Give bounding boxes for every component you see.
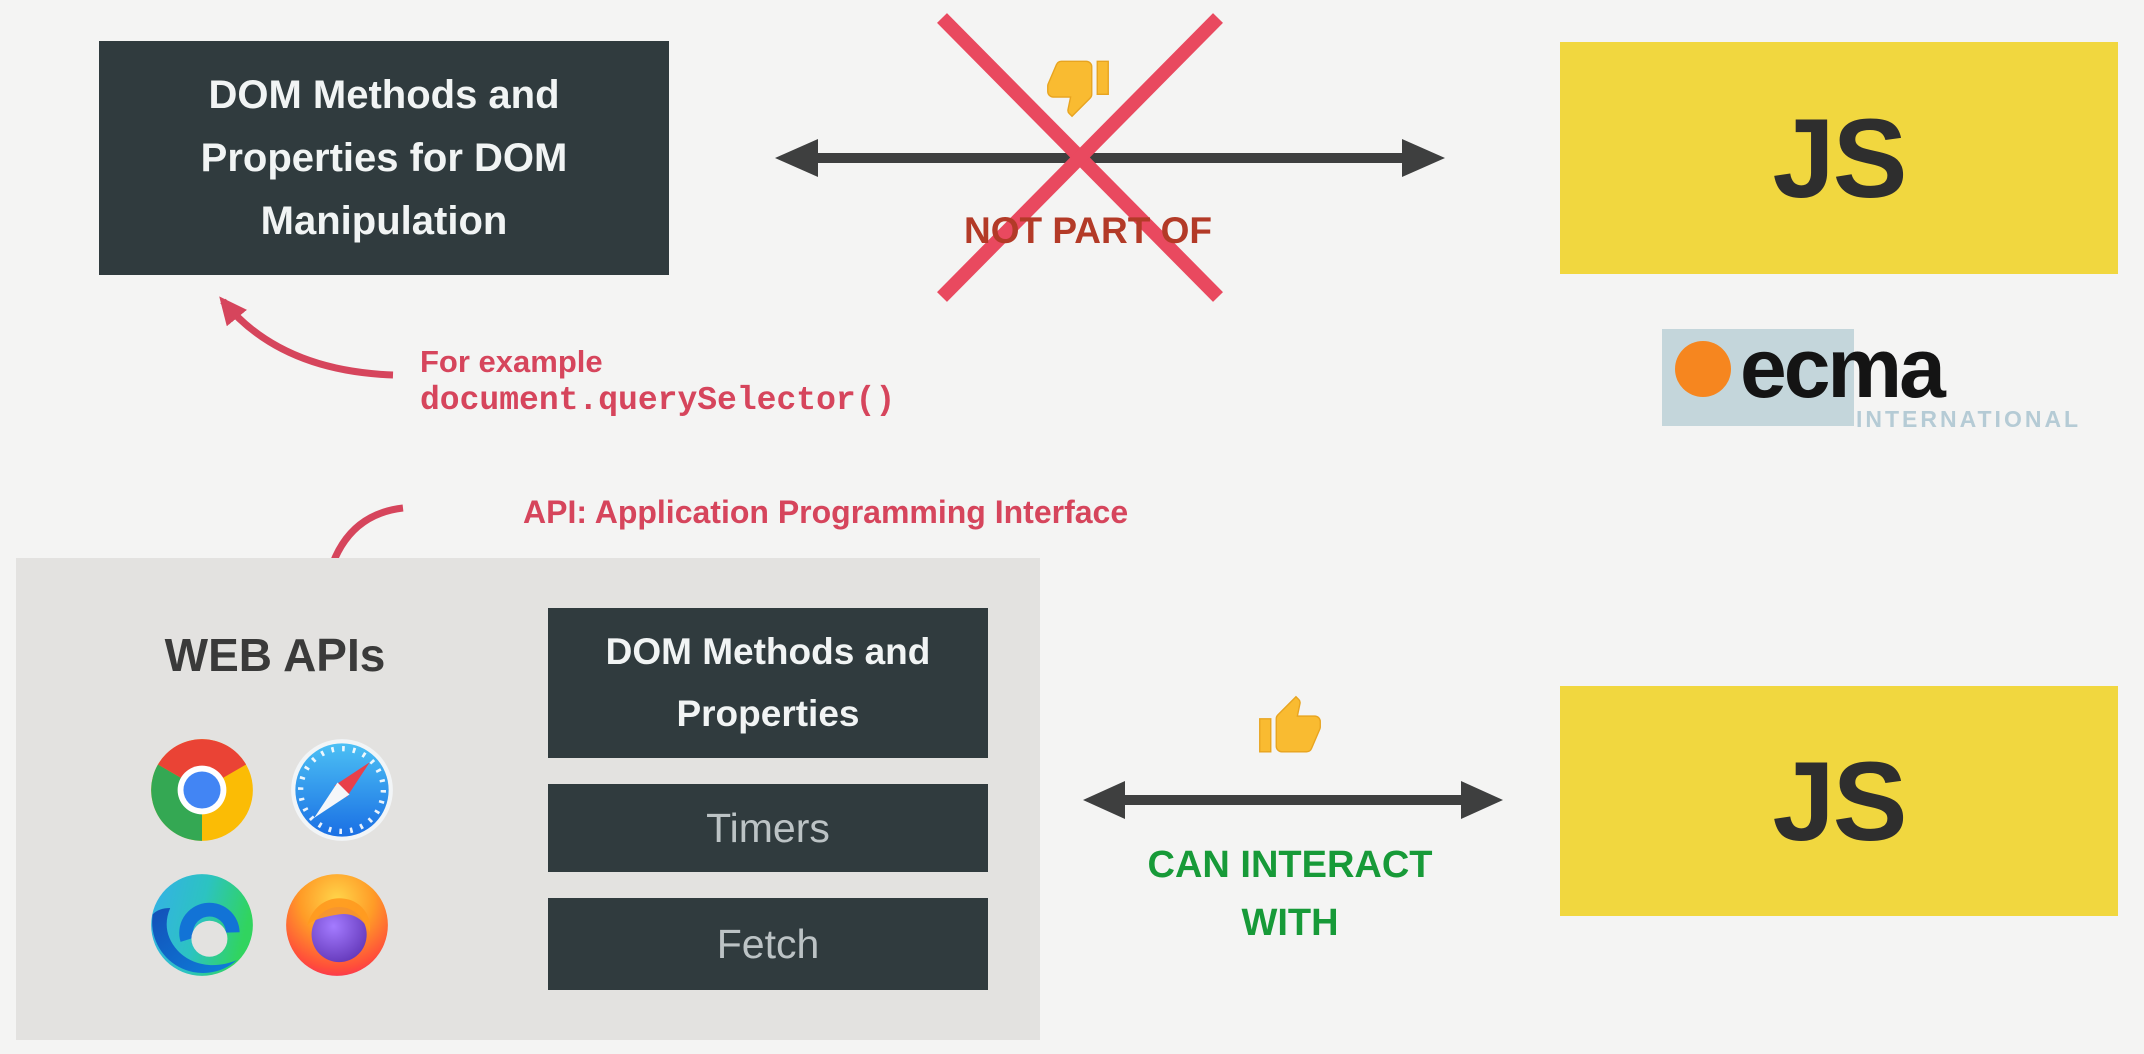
double-arrow-icon — [1083, 781, 1503, 819]
dom-manipulation-box: DOM Methods and Properties for DOM Manip… — [99, 41, 669, 275]
panel-dom-line: Properties — [676, 693, 860, 734]
safari-icon — [291, 739, 393, 841]
js-logo-box: JS — [1560, 42, 2118, 274]
example-annotation-code: document.querySelector() — [420, 382, 896, 419]
chrome-icon — [151, 739, 253, 841]
thumbs-up-icon — [1259, 695, 1321, 753]
ecma-subtitle: INTERNATIONAL — [1856, 406, 2082, 432]
edge-icon — [151, 874, 253, 976]
panel-dom-box: DOM Methods and Properties — [548, 608, 988, 758]
curved-arrow-icon — [219, 296, 394, 379]
dom-manipulation-line: Properties for DOM — [200, 135, 568, 180]
not-part-of-label: NOT PART OF — [963, 210, 1212, 251]
crossed-out-icon — [937, 13, 1223, 302]
ecma-wordmark: ecma — [1740, 321, 1946, 415]
web-apis-title: WEB APIs — [164, 629, 386, 681]
firefox-icon — [286, 874, 388, 976]
js-logo-label: JS — [1772, 95, 1908, 221]
thumbs-down-icon — [1047, 60, 1109, 118]
js-logo-box: JS — [1560, 686, 2118, 916]
double-arrow-icon — [775, 139, 1445, 177]
ecma-dot-icon — [1675, 341, 1731, 397]
panel-fetch-label: Fetch — [716, 920, 820, 967]
panel-timers-box: Timers — [548, 784, 988, 872]
panel-dom-line: DOM Methods and — [605, 631, 931, 672]
dom-manipulation-line: DOM Methods and — [208, 72, 560, 117]
can-interact-label: CAN INTERACT WITH — [1147, 844, 1433, 944]
panel-fetch-box: Fetch — [548, 898, 988, 990]
panel-timers-label: Timers — [706, 804, 830, 851]
api-annotation-label: API: Application Programming Interface — [523, 494, 1129, 530]
dom-manipulation-line: Manipulation — [260, 198, 508, 243]
js-logo-label: JS — [1772, 738, 1908, 864]
example-annotation-intro: For example — [420, 344, 603, 379]
